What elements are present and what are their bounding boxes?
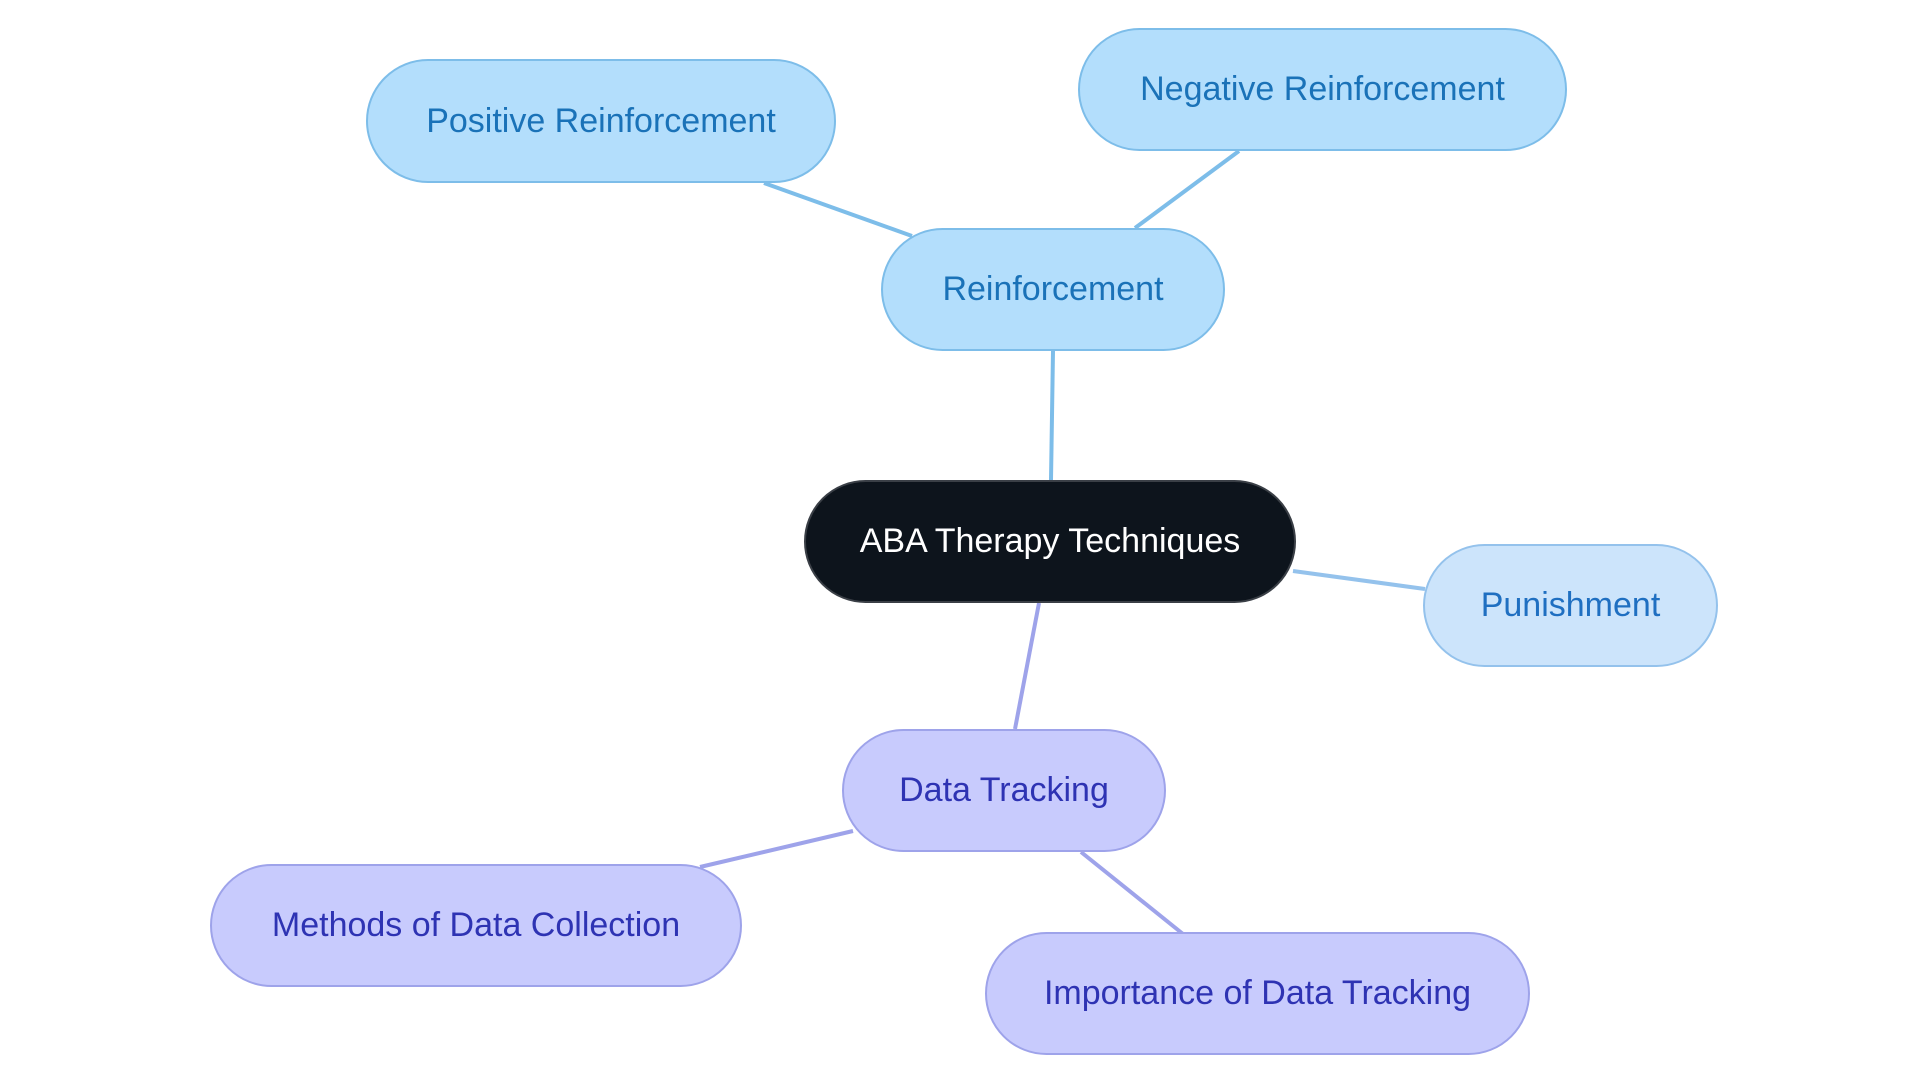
node-positive-reinforcement[interactable]: Positive Reinforcement — [366, 59, 836, 183]
edge-datatracking-methods — [699, 829, 854, 869]
node-reinforcement[interactable]: Reinforcement — [881, 228, 1225, 351]
node-data-tracking[interactable]: Data Tracking — [842, 729, 1166, 852]
node-negative-reinforcement[interactable]: Negative Reinforcement — [1078, 28, 1567, 151]
node-positive-reinforcement-label: Positive Reinforcement — [426, 101, 776, 140]
node-data-tracking-label: Data Tracking — [899, 771, 1109, 809]
node-importance-of-data-tracking[interactable]: Importance of Data Tracking — [985, 932, 1530, 1055]
node-importance-label: Importance of Data Tracking — [1043, 974, 1472, 1012]
node-punishment[interactable]: Punishment — [1423, 544, 1718, 667]
edge-reinforcement-positive — [763, 181, 913, 238]
node-root-label: ABA Therapy Techniques — [859, 522, 1241, 560]
edge-root-datatracking — [1013, 602, 1041, 730]
edge-root-reinforcement — [1049, 350, 1055, 481]
edge-datatracking-importance — [1079, 850, 1185, 936]
node-methods-label: Methods of Data Collection — [271, 906, 681, 944]
node-punishment-label: Punishment — [1480, 586, 1661, 624]
node-negative-reinforcement-label: Negative Reinforcement — [1140, 70, 1505, 108]
node-methods-of-data-collection[interactable]: Methods of Data Collection — [210, 864, 742, 987]
node-reinforcement-label: Reinforcement — [942, 270, 1164, 308]
edge-reinforcement-negative — [1133, 149, 1241, 230]
node-root[interactable]: ABA Therapy Techniques — [804, 480, 1296, 603]
edge-root-punishment — [1292, 569, 1426, 591]
